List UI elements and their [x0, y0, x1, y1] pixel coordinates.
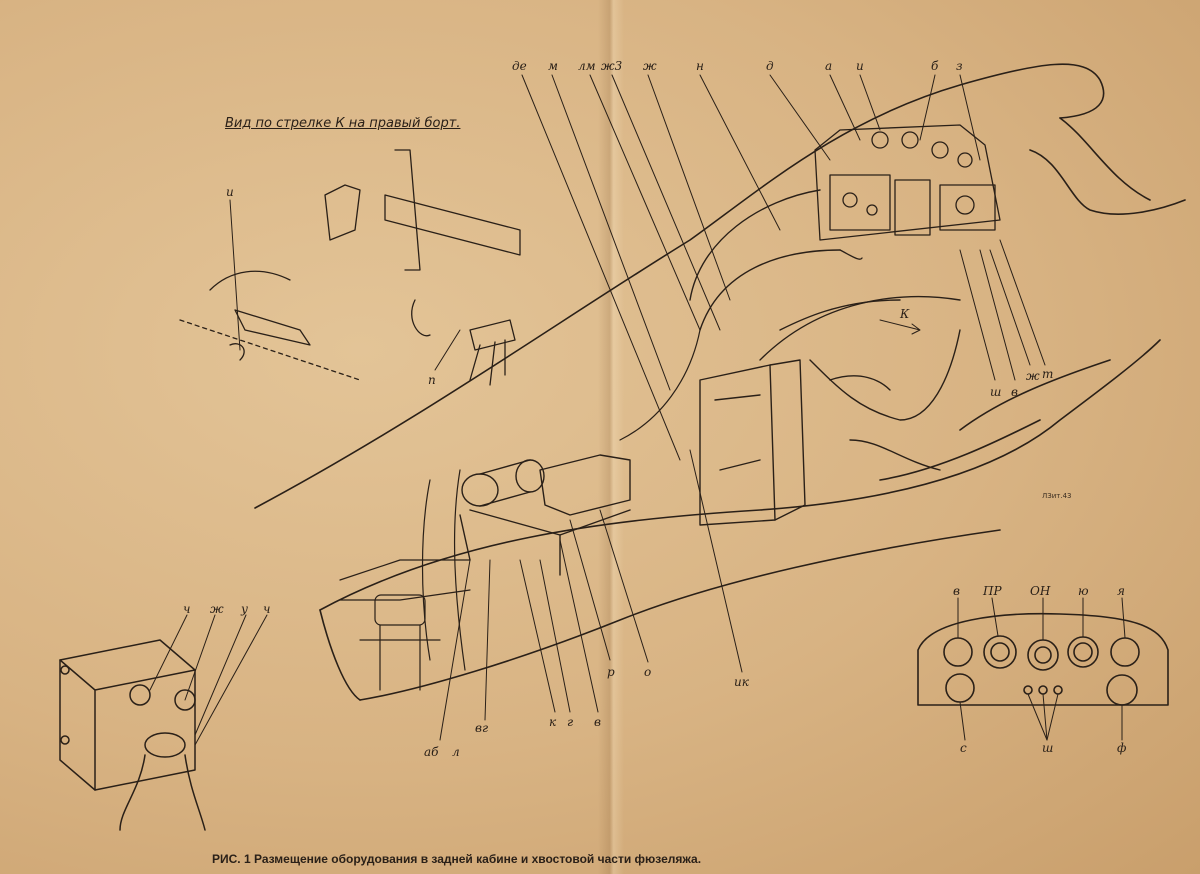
label-on-panel: ОН	[1030, 584, 1051, 598]
label-sh: ш	[990, 385, 1002, 399]
label-ch-2: ч	[263, 602, 271, 616]
label-ab: аб	[424, 745, 439, 759]
label-d: д	[766, 59, 774, 73]
figure-caption: РИС. 1 Размещение оборудования в задней …	[212, 852, 702, 866]
equipment-box	[699, 359, 806, 526]
arrow-k-label: К	[900, 307, 910, 321]
label-zh-right: ж	[1026, 369, 1040, 383]
fuselage-outline	[254, 63, 1186, 701]
battery-assembly	[459, 454, 631, 576]
label-a: а	[825, 59, 833, 73]
junction-box-inset	[59, 639, 206, 831]
label-i: и	[856, 59, 864, 73]
label-ch-1: ч	[183, 602, 191, 616]
label-pr-panel: ПР	[983, 584, 1002, 598]
label-b: б	[931, 59, 939, 73]
tail-frames	[339, 329, 701, 691]
label-vg: вг	[475, 721, 489, 735]
label-v: в	[1011, 385, 1018, 399]
label-v-panel: в	[953, 584, 960, 598]
label-o: о	[644, 665, 652, 679]
label-m: м	[548, 59, 558, 73]
label-l: л	[452, 745, 460, 759]
label-zh: ж	[643, 59, 657, 73]
view-heading: Вид по стрелке К на правый борт.	[225, 116, 461, 131]
label-lm: лм	[578, 59, 596, 73]
label-yu-panel: ю	[1078, 584, 1089, 598]
label-i-inset: и	[226, 185, 234, 199]
label-de: де	[512, 59, 527, 73]
label-sh-panel: ш	[1042, 741, 1054, 755]
label-zh-box: ж	[210, 602, 224, 616]
label-zh3: ж3	[601, 59, 623, 73]
page-fold	[598, 0, 624, 874]
label-z: з	[956, 59, 963, 73]
label-s-panel: с	[960, 741, 967, 755]
label-ik: ик	[734, 675, 749, 689]
drawing-stamp: ЛЗит.43	[1042, 492, 1072, 500]
cockpit-instrument-panel	[814, 124, 1001, 260]
cabin-frame	[689, 189, 961, 471]
label-f-panel: ф	[1117, 741, 1127, 755]
leader-lines	[149, 74, 1126, 746]
label-r: р	[607, 665, 615, 679]
label-g: г	[567, 715, 574, 729]
label-n: н	[696, 59, 704, 73]
label-t: т	[1042, 367, 1054, 381]
side-view-inset	[179, 149, 521, 386]
label-u-box: у	[241, 602, 248, 616]
label-v-bottom: в	[594, 715, 601, 729]
label-p-inset: п	[428, 373, 436, 387]
label-ya-panel: я	[1117, 584, 1125, 598]
label-k: к	[549, 715, 557, 729]
